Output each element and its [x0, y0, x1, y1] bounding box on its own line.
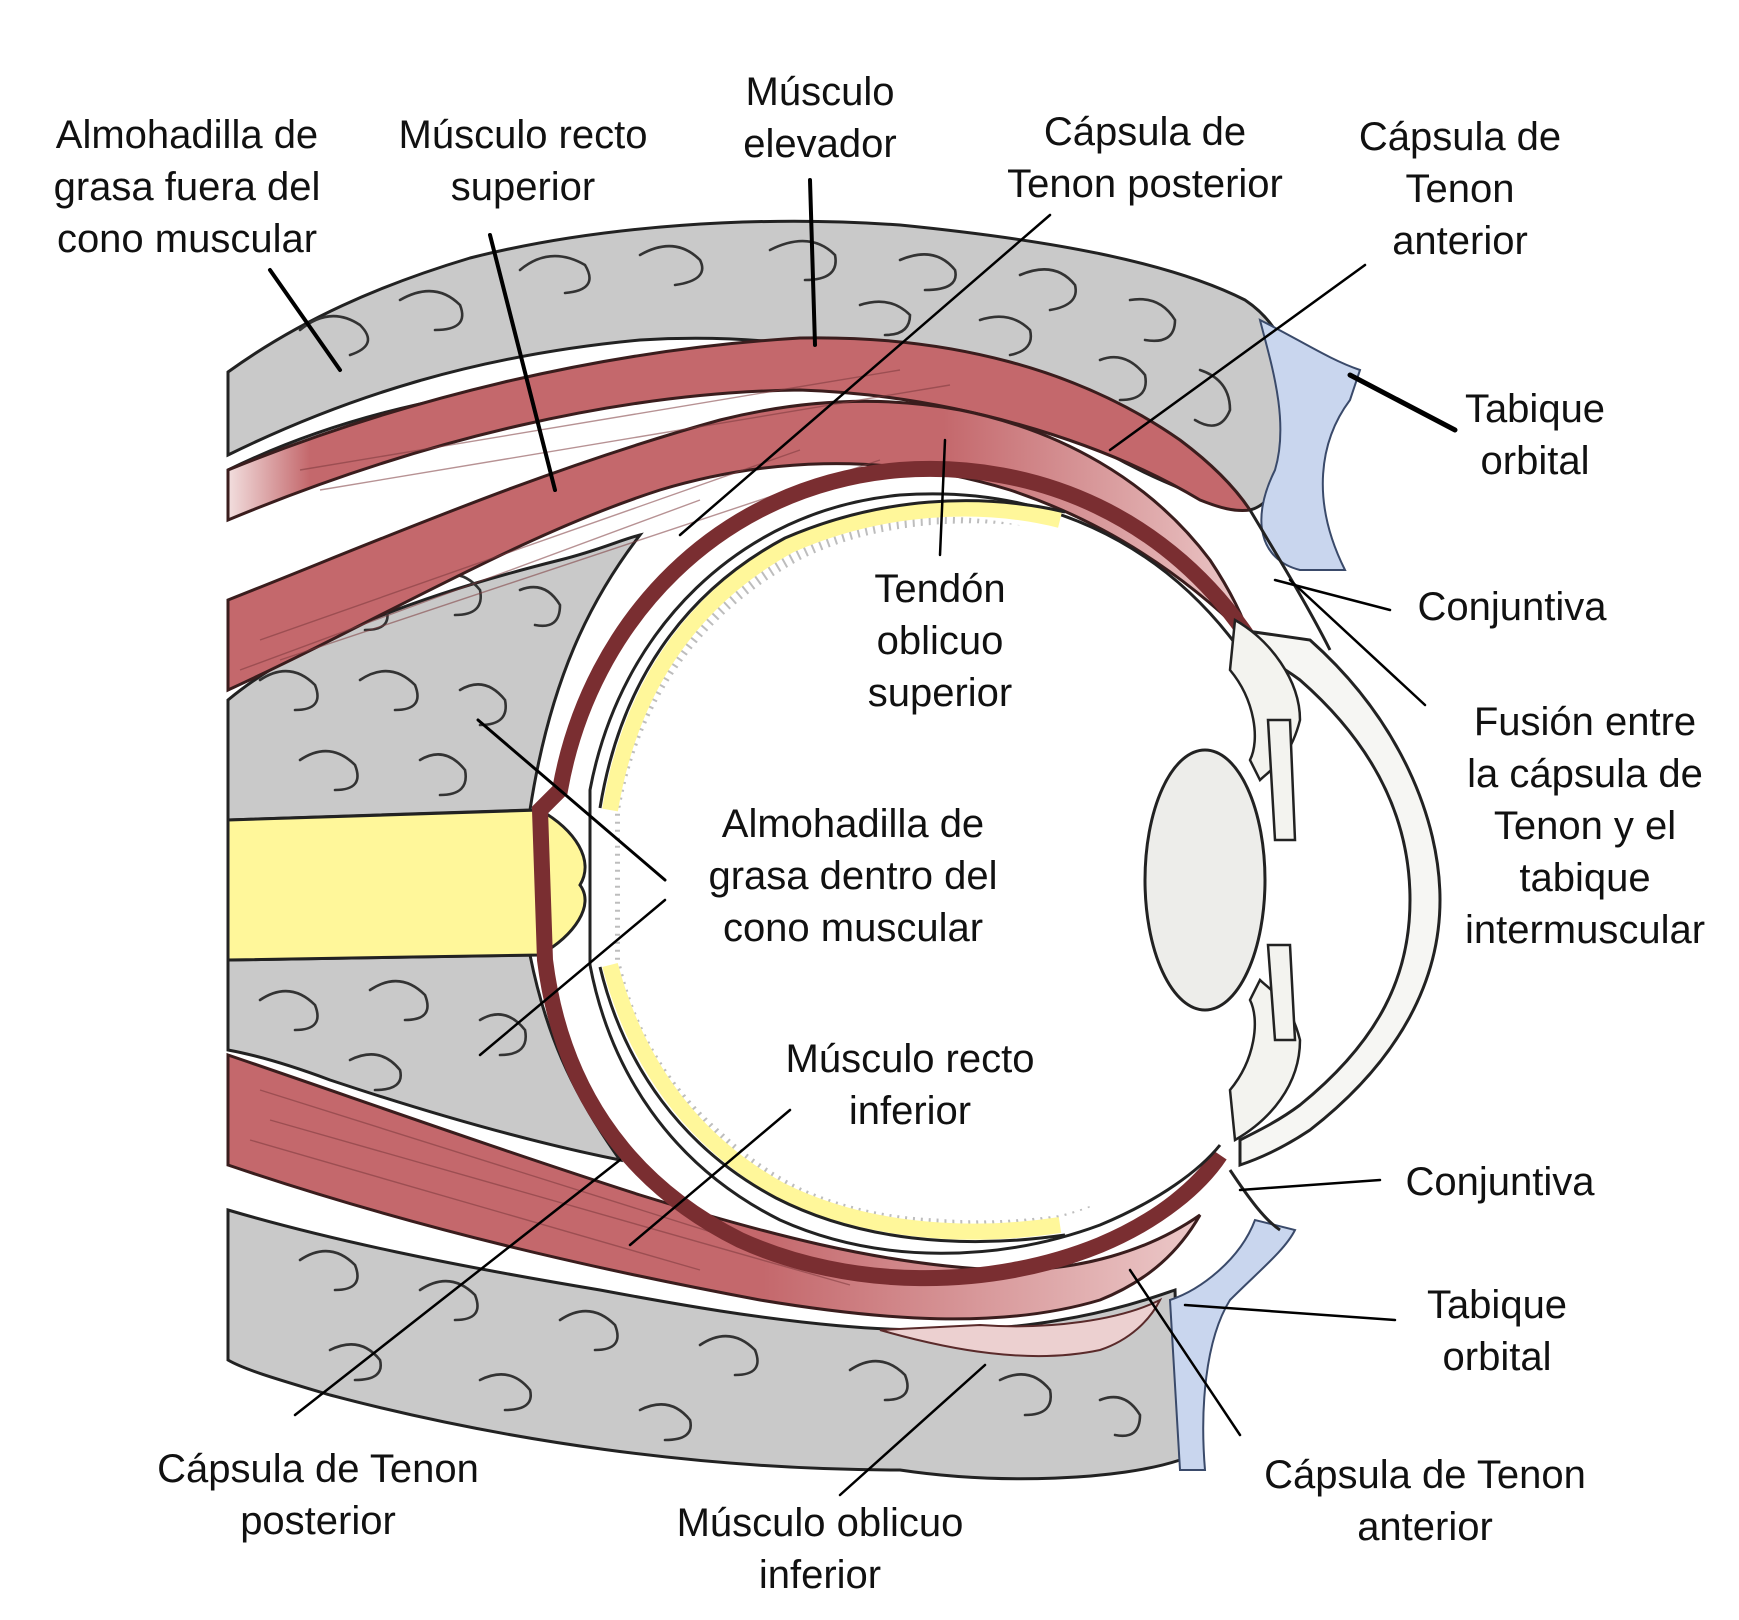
- label-fusion-tenon-septum: Fusión entre la cápsula de Tenon y el tabiq…: [1465, 700, 1705, 952]
- cornea: [1238, 628, 1442, 1168]
- label-line: Conjuntiva: [1405, 1160, 1595, 1204]
- label-line: inferior: [849, 1089, 971, 1133]
- label-line: Músculo recto: [399, 113, 648, 157]
- label-line: Músculo: [746, 70, 895, 114]
- orbital-septum-lower: [1168, 1218, 1297, 1471]
- label-line: inferior: [759, 1553, 881, 1597]
- label-line: Almohadilla de: [56, 113, 318, 157]
- label-superior-rectus: Músculo recto superior: [399, 113, 648, 209]
- inferior-oblique-muscle: [879, 1297, 1163, 1358]
- label-fat-outside-cone: Almohadilla de grasa fuera del cono muscul…: [54, 113, 321, 261]
- label-line: cono muscular: [723, 906, 983, 950]
- label-line: anterior: [1392, 219, 1528, 263]
- label-line: orbital: [1481, 439, 1590, 483]
- label-line: la cápsula de: [1467, 752, 1703, 796]
- label-line: Tenon: [1406, 167, 1515, 211]
- label-orbital-septum-bottom: Tabique orbital: [1427, 1283, 1567, 1379]
- label-line: Conjuntiva: [1417, 585, 1607, 629]
- label-line: Almohadilla de: [722, 802, 984, 846]
- label-conjunctiva-top: Conjuntiva: [1417, 585, 1607, 629]
- label-line: Cápsula de Tenon: [157, 1447, 479, 1491]
- sclera-outer-layer: [531, 461, 1257, 1287]
- conjunctiva-lower-line: [1228, 1169, 1281, 1232]
- label-line: cono muscular: [57, 217, 317, 261]
- label-line: Cápsula de: [1359, 115, 1561, 159]
- label-anterior-tenon-bottom: Cápsula de Tenon anterior: [1264, 1453, 1586, 1549]
- label-superior-oblique-tendon: Tendón oblicuo superior: [868, 567, 1013, 715]
- label-line: Tenon y el: [1494, 804, 1676, 848]
- label-fat-inside-cone: Almohadilla de grasa dentro del cono muscu…: [708, 802, 997, 950]
- vitreous-chamber: [620, 523, 1250, 1221]
- optic-nerve: [226, 808, 587, 962]
- levator-muscle: [226, 336, 1253, 523]
- label-anterior-tenon-top: Cápsula de Tenon anterior: [1359, 115, 1561, 263]
- label-line: grasa dentro del: [708, 854, 997, 898]
- label-line: Tabique: [1427, 1283, 1567, 1327]
- label-line: oblicuo: [877, 619, 1004, 663]
- label-posterior-tenon-top: Cápsula de Tenon posterior: [1007, 110, 1283, 206]
- label-line: posterior: [240, 1499, 396, 1543]
- label-line: Cápsula de Tenon: [1264, 1453, 1586, 1497]
- labels: Almohadilla de grasa fuera del cono muscul…: [54, 70, 1705, 1597]
- label-orbital-septum-top: Tabique orbital: [1465, 387, 1605, 483]
- fat-inside-cone-lower: [226, 953, 624, 1163]
- iris-upper: [1266, 718, 1297, 842]
- leader-lines: [268, 178, 1458, 1497]
- label-inferior-rectus: Músculo recto inferior: [786, 1037, 1035, 1133]
- label-line: elevador: [743, 122, 896, 166]
- label-conjunctiva-bottom: Conjuntiva: [1405, 1160, 1595, 1204]
- label-line: superior: [868, 671, 1013, 715]
- label-line: intermuscular: [1465, 908, 1705, 952]
- label-line: Tendón: [874, 567, 1005, 611]
- label-levator: Músculo elevador: [743, 70, 896, 166]
- label-inferior-oblique: Músculo oblicuo inferior: [677, 1501, 964, 1597]
- label-line: orbital: [1443, 1335, 1552, 1379]
- orbital-septum-upper: [1258, 318, 1362, 571]
- label-posterior-tenon-bottom: Cápsula de Tenon posterior: [157, 1447, 479, 1543]
- label-line: Músculo recto: [786, 1037, 1035, 1081]
- iris-lower: [1266, 943, 1297, 1042]
- lens: [1143, 748, 1267, 1012]
- label-line: superior: [451, 165, 596, 209]
- inferior-rectus-muscle: [226, 1052, 1202, 1321]
- label-line: Cápsula de: [1044, 110, 1246, 154]
- label-line: Fusión entre: [1474, 700, 1696, 744]
- label-line: grasa fuera del: [54, 165, 321, 209]
- label-line: Tenon posterior: [1007, 162, 1283, 206]
- retina: [602, 500, 1062, 1240]
- label-line: Tabique: [1465, 387, 1605, 431]
- label-line: Músculo oblicuo: [677, 1501, 964, 1545]
- label-line: anterior: [1357, 1505, 1493, 1549]
- label-line: tabique: [1519, 856, 1650, 900]
